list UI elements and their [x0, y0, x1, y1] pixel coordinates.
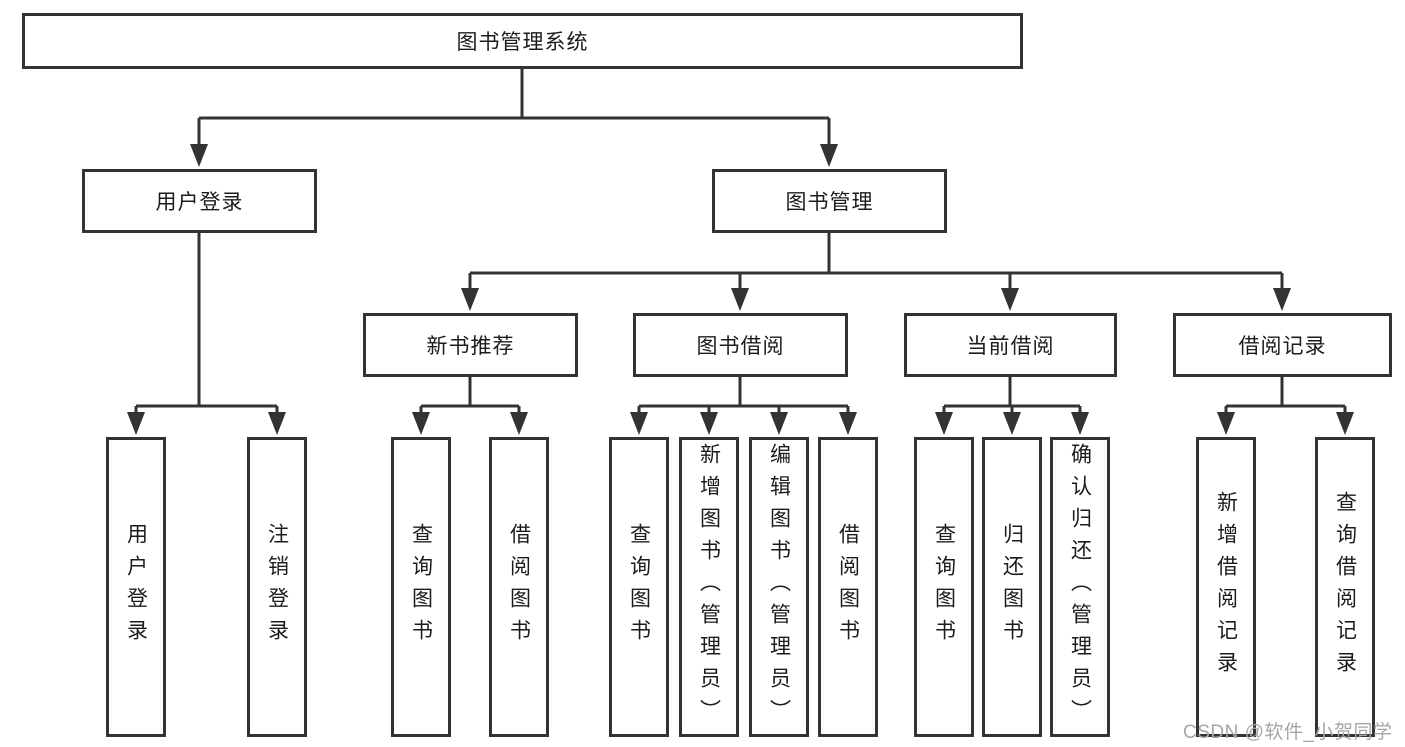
node-new-book-recommend: 新书推荐: [363, 313, 578, 377]
csdn-watermark: CSDN @软件_小贺同学: [1183, 722, 1393, 743]
leaf-confirm-return-admin: 确认归还（管理员）: [1050, 437, 1110, 737]
connector-userlogin-to-leaves: [134, 233, 279, 414]
arrowheads: [127, 144, 1354, 435]
node-borrow-record: 借阅记录: [1173, 313, 1392, 377]
node-user-login: 用户登录: [82, 169, 317, 233]
leaf-logout: 注销登录: [247, 437, 307, 737]
connector-root-to-level1: [197, 69, 831, 146]
node-book-borrow: 图书借阅: [633, 313, 848, 377]
node-book-management: 图书管理: [712, 169, 947, 233]
connector-bookborrow-to-leaves: [637, 377, 850, 414]
connector-bookmgmt-to-level2: [468, 233, 1284, 290]
leaf-add-borrow-record: 新增借阅记录: [1196, 437, 1256, 737]
leaf-query-borrow-record: 查询借阅记录: [1315, 437, 1375, 737]
leaf-query-book-borrow: 查询图书: [609, 437, 669, 737]
node-current-borrow: 当前借阅: [904, 313, 1117, 377]
leaf-user-login: 用户登录: [106, 437, 166, 737]
leaf-return-book: 归还图书: [982, 437, 1042, 737]
leaf-query-book-current: 查询图书: [914, 437, 974, 737]
leaf-query-book-recommend: 查询图书: [391, 437, 451, 737]
node-root-library-system: 图书管理系统: [22, 13, 1023, 69]
leaf-add-book-admin: 新增图书（管理员）: [679, 437, 739, 737]
leaf-edit-book-admin: 编辑图书（管理员）: [749, 437, 809, 737]
leaf-borrow-book: 借阅图书: [818, 437, 878, 737]
connector-borrowrecord-to-leaves: [1224, 377, 1347, 414]
connector-newbook-to-leaves: [419, 377, 521, 414]
leaf-borrow-book-recommend: 借阅图书: [489, 437, 549, 737]
connector-currentborrow-to-leaves: [942, 377, 1082, 414]
